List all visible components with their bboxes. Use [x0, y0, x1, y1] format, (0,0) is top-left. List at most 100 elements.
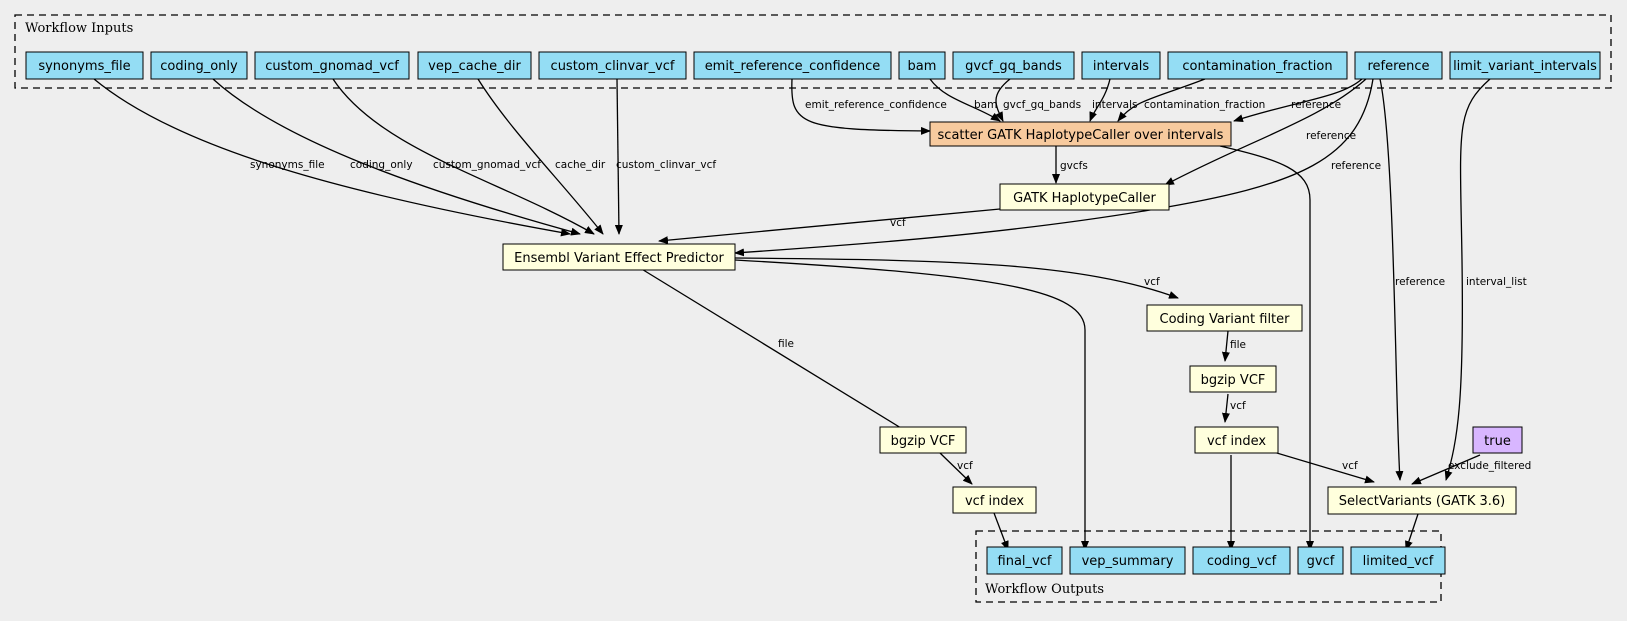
edge-vep-bgzip: file [639, 267, 915, 437]
edge-gvcf-gq-bands: gvcf_gq_bands [995, 78, 1081, 122]
workflow-outputs-label: Workflow Outputs [985, 582, 1104, 597]
edge-label-emit-reference-confidence: emit_reference_confidence [805, 99, 947, 111]
output-limited-vcf[interactable]: limited_vcf [1350, 546, 1446, 575]
output-final-vcf[interactable]: final_vcf [986, 546, 1063, 575]
edge-filter-bgzip: file [1221, 330, 1246, 362]
edge-hc-vep: vcf [658, 208, 1001, 245]
input-limit-variant-intervals-label: limit_variant_intervals [1453, 59, 1597, 74]
input-custom-gnomad-vcf-label: custom_gnomad_vcf [265, 59, 399, 74]
edge-select-limited [1405, 513, 1419, 551]
input-coding-only-label: coding_only [160, 59, 238, 74]
edge-custom-gnomad-vcf: custom_gnomad_vcf [332, 78, 595, 235]
constant-true[interactable]: true [1472, 426, 1523, 454]
edge-label-cache-dir: cache_dir [555, 159, 606, 171]
step-select-variants[interactable]: SelectVariants (GATK 3.6) [1327, 486, 1517, 515]
input-coding-only[interactable]: coding_only [150, 51, 248, 80]
edge-label-bam: bam [974, 99, 997, 111]
workflow-outputs-cluster: Workflow Outputs [975, 530, 1442, 603]
output-vep-summary[interactable]: vep_summary [1069, 546, 1186, 575]
constant-true-label: true [1484, 434, 1511, 449]
input-reference[interactable]: reference [1354, 51, 1443, 80]
edge-coding-only: coding_only [212, 78, 581, 236]
step-scatter-haplotypecaller-label: scatter GATK HaplotypeCaller over interv… [938, 128, 1224, 143]
step-bgzip-final-label: bgzip VCF [891, 434, 956, 449]
edge-intervals: intervals [1089, 78, 1138, 122]
input-bam-label: bam [908, 59, 937, 74]
input-synonyms-file-label: synonyms_file [38, 59, 130, 74]
step-scatter-haplotypecaller[interactable]: scatter GATK HaplotypeCaller over interv… [929, 121, 1232, 147]
input-synonyms-file[interactable]: synonyms_file [25, 51, 144, 80]
workflow-inputs-label: Workflow Inputs [25, 21, 133, 36]
output-coding-vcf[interactable]: coding_vcf [1192, 546, 1291, 575]
edge-label-file-filter-bgzip: file [1230, 339, 1246, 351]
input-emit-reference-confidence[interactable]: emit_reference_confidence [693, 51, 892, 80]
edge-emit-reference-confidence: emit_reference_confidence [791, 78, 947, 135]
edge-custom-clinvar-vcf: custom_clinvar_vcf [614, 78, 716, 235]
step-bgzip-coding[interactable]: bgzip VCF [1189, 365, 1277, 393]
output-coding-vcf-label: coding_vcf [1207, 554, 1277, 569]
edge-scatter-gvcf [1219, 145, 1314, 551]
edge-label-file-vep-bgzip: file [778, 338, 794, 350]
output-final-vcf-label: final_vcf [998, 554, 1052, 569]
edge-label-reference-scatter: reference [1291, 99, 1341, 111]
step-coding-variant-filter-label: Coding Variant filter [1160, 312, 1291, 327]
edge-gvcfs: gvcfs [1052, 146, 1088, 184]
input-gvcf-gq-bands-label: gvcf_gq_bands [965, 59, 1062, 74]
step-vcf-index-final[interactable]: vcf index [952, 486, 1037, 514]
edge-reference-hc: reference [1164, 78, 1367, 186]
output-gvcf[interactable]: gvcf [1297, 546, 1344, 575]
input-vep-cache-dir-label: vep_cache_dir [428, 59, 521, 74]
edge-bgzip-index-final: vcf [939, 452, 973, 485]
step-bgzip-final[interactable]: bgzip VCF [879, 426, 967, 454]
input-custom-gnomad-vcf[interactable]: custom_gnomad_vcf [254, 51, 410, 80]
edge-index-final-vcf [993, 512, 1009, 551]
input-contamination-fraction-label: contamination_fraction [1182, 59, 1332, 74]
output-gvcf-label: gvcf [1307, 554, 1335, 569]
edge-reference-vep: reference [734, 78, 1381, 257]
edge-label-synonyms-file: synonyms_file [250, 159, 325, 171]
step-coding-variant-filter[interactable]: Coding Variant filter [1146, 304, 1303, 332]
workflow-inputs-cluster: Workflow Inputs [14, 14, 1612, 89]
input-contamination-fraction[interactable]: contamination_fraction [1167, 51, 1348, 80]
input-intervals-label: intervals [1093, 59, 1150, 74]
edge-label-gvcf-gq-bands: gvcf_gq_bands [1003, 99, 1081, 111]
edge-label-vcf-bgzip-index-final: vcf [957, 460, 973, 472]
edge-label-intervals: intervals [1092, 99, 1138, 111]
input-bam[interactable]: bam [898, 51, 946, 80]
step-vcf-index-final-label: vcf index [965, 494, 1024, 509]
step-ensembl-vep-label: Ensembl Variant Effect Predictor [514, 251, 724, 266]
step-gatk-haplotypecaller[interactable]: GATK HaplotypeCaller [999, 183, 1170, 211]
input-custom-clinvar-vcf[interactable]: custom_clinvar_vcf [538, 51, 687, 80]
edge-contamination-fraction: contamination_fraction [1117, 78, 1265, 122]
edge-label-custom-gnomad-vcf: custom_gnomad_vcf [433, 159, 541, 171]
edge-exclude-filtered: exclude_filtered [1411, 454, 1531, 485]
edge-reference-select: reference [1379, 78, 1445, 481]
input-emit-reference-confidence-label: emit_reference_confidence [705, 59, 881, 74]
edge-label-exclude-filtered: exclude_filtered [1448, 460, 1531, 472]
edge-index-select: vcf [1269, 450, 1375, 484]
edge-bam: bam [929, 78, 1001, 122]
edge-label-gvcfs: gvcfs [1060, 160, 1088, 172]
input-reference-label: reference [1367, 59, 1429, 74]
step-vcf-index-coding-label: vcf index [1207, 434, 1266, 449]
edge-label-reference-hc: reference [1306, 130, 1356, 142]
output-vep-summary-label: vep_summary [1082, 554, 1174, 569]
edge-label-vcf-hc-vep: vcf [890, 217, 906, 229]
step-bgzip-coding-label: bgzip VCF [1201, 373, 1266, 388]
input-limit-variant-intervals[interactable]: limit_variant_intervals [1449, 51, 1601, 80]
edge-cache-dir: cache_dir [477, 78, 606, 235]
edge-synonyms-file: synonyms_file [93, 78, 571, 237]
edges: synonyms_file coding_only custom_gnomad_… [93, 78, 1531, 551]
edge-label-reference-vep: reference [1331, 160, 1381, 172]
edge-label-vcf-vep-filter: vcf [1144, 276, 1160, 288]
step-ensembl-vep[interactable]: Ensembl Variant Effect Predictor [502, 243, 736, 271]
step-gatk-haplotypecaller-label: GATK HaplotypeCaller [1013, 191, 1156, 206]
input-vep-cache-dir[interactable]: vep_cache_dir [417, 51, 532, 80]
input-gvcf-gq-bands[interactable]: gvcf_gq_bands [952, 51, 1075, 80]
edge-reference-scatter: reference [1233, 78, 1363, 123]
input-intervals[interactable]: intervals [1081, 51, 1161, 80]
edge-label-interval-list: interval_list [1466, 276, 1527, 288]
step-vcf-index-coding[interactable]: vcf index [1194, 426, 1279, 454]
